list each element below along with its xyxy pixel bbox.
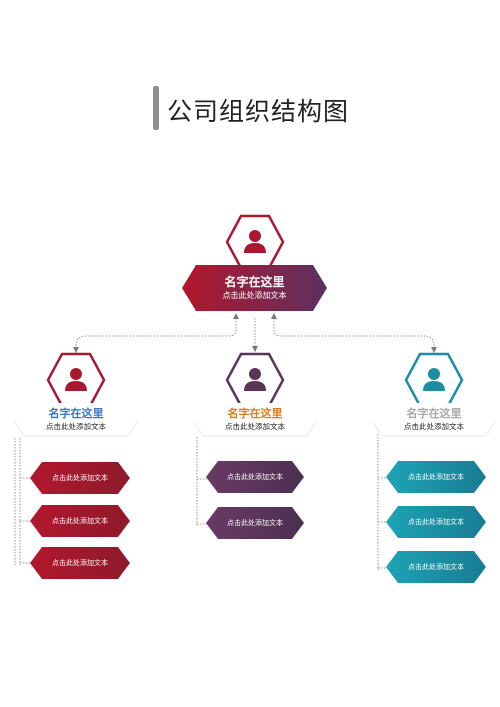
- branch-1-user-icon: [46, 352, 106, 408]
- branch-2-item-2[interactable]: 点击此处添加文本: [227, 519, 283, 527]
- branch-2-name: 名字在这里: [227, 406, 283, 420]
- root-user-icon: [225, 214, 285, 270]
- branch-1-item-1[interactable]: 点击此处添加文本: [52, 474, 108, 482]
- root-subtitle: 点击此处添加文本: [222, 290, 287, 300]
- branch-1-card[interactable]: 名字在这里 点击此处添加文本: [14, 403, 138, 435]
- branch-2-subtitle: 点击此处添加文本: [225, 421, 285, 431]
- branch-3-card[interactable]: 名字在这里 点击此处添加文本: [372, 403, 496, 435]
- root-banner-shape: [182, 265, 327, 311]
- branch-2-card[interactable]: 名字在这里 点击此处添加文本: [193, 403, 317, 435]
- branch-3-item-2[interactable]: 点击此处添加文本: [408, 518, 464, 526]
- root-banner[interactable]: 名字在这里 点击此处添加文本: [182, 265, 327, 311]
- branch-1-subtitle: 点击此处添加文本: [46, 421, 106, 431]
- root-name: 名字在这里: [224, 274, 285, 289]
- title-accent-bar: [153, 86, 159, 130]
- branch-3-name: 名字在这里: [406, 406, 462, 420]
- branch-3-subtitle: 点击此处添加文本: [404, 421, 464, 431]
- branch-3-item-3[interactable]: 点击此处添加文本: [408, 563, 464, 571]
- branch-2-item-1[interactable]: 点击此处添加文本: [227, 473, 283, 481]
- branch-1-name: 名字在这里: [48, 406, 104, 420]
- branch-2-user-icon: [225, 352, 285, 408]
- branch-1-item-2[interactable]: 点击此处添加文本: [52, 517, 108, 525]
- branch-3-item-1[interactable]: 点击此处添加文本: [408, 473, 464, 481]
- branch-3-user-icon: [404, 352, 464, 408]
- page-title: 公司组织结构图: [167, 97, 350, 126]
- branch-1-item-3[interactable]: 点击此处添加文本: [52, 559, 108, 567]
